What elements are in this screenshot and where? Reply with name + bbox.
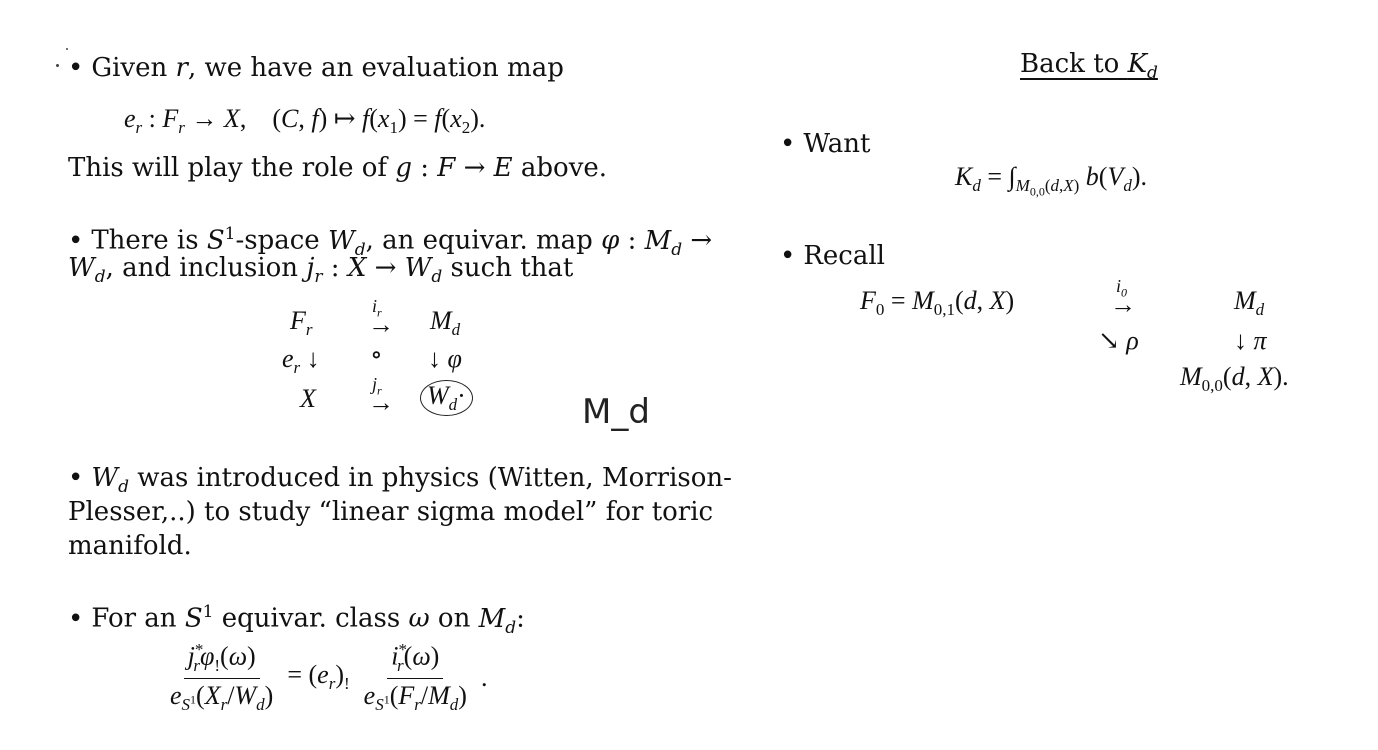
arrow-right-top: → <box>368 310 394 339</box>
node-Md-right: Md <box>1234 286 1265 320</box>
node-F0: F0 = M0,1(d, X) <box>860 286 1015 320</box>
bullet-physics-line2: Plesser,..) to study “linear sigma model… <box>68 497 714 527</box>
scan-mark <box>56 64 59 67</box>
handwritten-note: M_d <box>582 392 650 432</box>
arrow-i0-right: → <box>1110 290 1136 319</box>
bullet-evaluation-map: •Given r, we have an evaluation map <box>68 53 564 83</box>
node-Wd-circled: Wd· <box>420 380 473 417</box>
arrow-er-down: er ↓ <box>282 344 320 378</box>
arrow-right-bottom: → <box>368 388 394 417</box>
label-jr: jr <box>372 374 382 398</box>
node-M00: M0,0(d, X). <box>1180 362 1289 396</box>
fraction-left: j*rφ!(ω) eS1(Xr/Wd) <box>170 640 274 715</box>
arrow-pi-down: ↓ π <box>1234 326 1267 355</box>
node-Md-top: Md <box>430 306 461 340</box>
bullet-want: •Want <box>780 129 871 159</box>
bullet-recall: •Recall <box>780 241 885 271</box>
want-formula: Kd = ∫M0,0(d,X) b(Vd). <box>955 162 1148 199</box>
bullet-icon: • <box>68 463 84 493</box>
bullet-physics-line1: •Wd was introduced in physics (Witten, M… <box>68 463 732 498</box>
bullet-icon: • <box>780 241 796 271</box>
bullet-s1-space-line1: •There is S1-space Wd, an equivar. map φ… <box>68 224 713 260</box>
commute-circle: ∘ <box>370 340 383 369</box>
bullet-icon: • <box>68 225 84 256</box>
bullet-equivar-class: •For an S1 equivar. class ω on Md: <box>68 602 525 638</box>
arrow-phi-down: ↓ φ <box>428 344 462 373</box>
label-ir: ir <box>372 296 382 320</box>
label-i0: i0 <box>1116 276 1128 300</box>
evaluation-map-formula: er : Fr → X, (C, f) ↦ f(x1) = f(x2). <box>124 104 486 138</box>
scan-mark <box>66 48 68 50</box>
role-sentence: This will play the role of g : F → E abo… <box>68 153 608 183</box>
localization-formula: j*rφ!(ω) eS1(Xr/Wd) = (er)! i*r(ω) eS1(F… <box>166 640 487 715</box>
node-X: X <box>300 384 316 413</box>
heading-back-to-kd: Back to Kd <box>1020 49 1158 84</box>
bullet-physics-line3: manifold. <box>68 531 192 561</box>
node-Fr: Fr <box>290 306 313 340</box>
bullet-icon: • <box>68 53 84 83</box>
fraction-right: i*r(ω) eS1(Fr/Md) <box>363 640 467 715</box>
bullet-icon: • <box>780 129 796 159</box>
bullet-s1-space-line2: Wd, and inclusion jr : X → Wd such that <box>68 253 574 288</box>
arrow-rho-diagonal: ↘ ρ <box>1098 326 1139 355</box>
bullet-icon: • <box>68 603 84 634</box>
